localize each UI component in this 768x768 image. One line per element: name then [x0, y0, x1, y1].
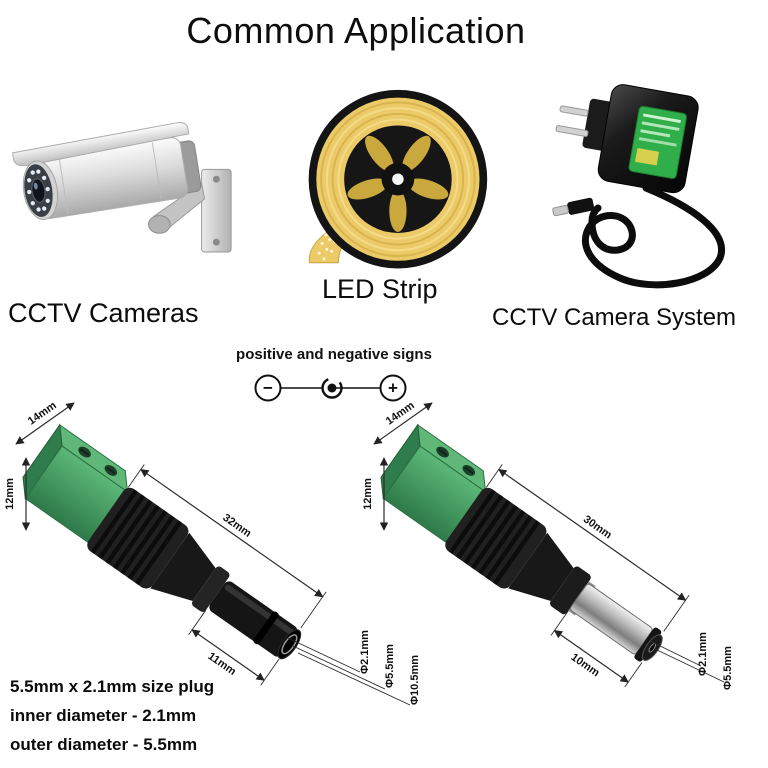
- camera-lens: [22, 160, 59, 221]
- camera-sunshield: [12, 122, 190, 167]
- spec-outer-diameter: outer diameter - 5.5mm: [10, 735, 198, 754]
- dim-length-label: 30mm: [581, 513, 614, 541]
- power-cable: [581, 184, 725, 289]
- polarity-title: positive and negative signs: [236, 346, 432, 363]
- plus-terminal-icon: +: [379, 374, 407, 402]
- cctv-camera-system-label: CCTV Camera System: [492, 304, 737, 331]
- dc-plug-tip: [552, 197, 595, 217]
- dim-outer-diameter-label: Φ5.5mm: [722, 646, 734, 690]
- male-barrel: [568, 581, 663, 662]
- plug-specs: 5.5mm x 2.1mm size plug inner diameter -…: [10, 672, 214, 759]
- dim-height-label: 12mm: [4, 478, 16, 510]
- terminal-block: [22, 423, 129, 546]
- dim-inner-diameter-label: Φ2.1mm: [697, 632, 709, 676]
- led-strip-photo: [300, 88, 492, 280]
- adapter-body: [597, 84, 699, 194]
- led-reel: [308, 89, 488, 269]
- female-connector: 32mm 11mm: [22, 423, 327, 686]
- power-adapter-photo: [540, 80, 752, 292]
- male-connector: 30mm 10mm: [380, 423, 690, 688]
- led-reel-illustration: [308, 89, 488, 269]
- adapter-label: [628, 105, 687, 179]
- female-barrel: [209, 581, 302, 660]
- dim-mid-diameter-label: Φ5.5mm: [384, 644, 396, 688]
- dim-width-label: 14mm: [384, 399, 417, 427]
- cctv-camera-photo: [2, 84, 238, 297]
- dim-width-label: 14mm: [26, 399, 59, 427]
- page-title: Common Application: [186, 10, 526, 51]
- terminal-block: [380, 423, 487, 546]
- led-strip-label: LED Strip: [322, 274, 438, 304]
- cctv-cameras-label: CCTV Cameras: [8, 298, 199, 328]
- connector-diagrams: 32mm 11mm 14mm 12mm Φ2.1mm Φ5.5mm Φ10.5m…: [0, 392, 768, 732]
- power-adapter-illustration: [552, 84, 725, 289]
- dim-length-label: 32mm: [220, 512, 253, 540]
- camera-bracket: [148, 168, 232, 253]
- cctv-camera-illustration: [12, 122, 232, 253]
- spec-size: 5.5mm x 2.1mm size plug: [10, 677, 215, 696]
- spec-inner-diameter: inner diameter - 2.1mm: [10, 706, 197, 725]
- polarity-diagram: − +: [254, 374, 407, 402]
- minus-sign: −: [263, 379, 273, 398]
- polarity-symbols: − +: [252, 370, 408, 406]
- dim-barrel-label: 10mm: [569, 651, 602, 679]
- dim-inner-diameter-label: Φ2.1mm: [359, 630, 371, 674]
- dim-outer-diameter-label: Φ10.5mm: [409, 655, 421, 705]
- camera-body: [12, 122, 202, 221]
- plus-sign: +: [388, 379, 398, 398]
- connector-diagrams-svg: 32mm 11mm 14mm 12mm Φ2.1mm Φ5.5mm Φ10.5m…: [4, 399, 734, 706]
- dim-height-label: 12mm: [362, 478, 374, 510]
